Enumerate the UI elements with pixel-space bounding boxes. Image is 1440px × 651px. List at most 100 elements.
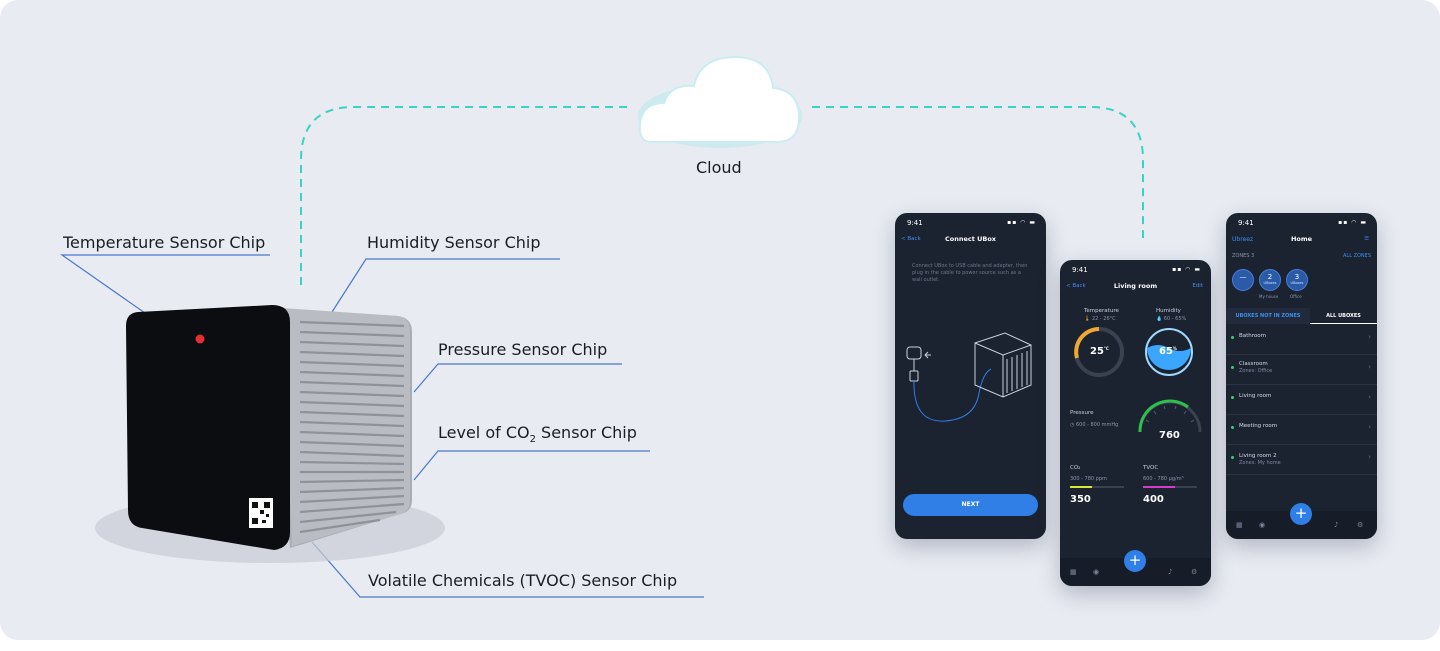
- cloud-link-right: [812, 106, 1144, 238]
- tvoc-label: TVOC: [1143, 465, 1159, 471]
- zone-count: 3: [1294, 273, 1300, 281]
- status-time: 9:41: [1072, 266, 1088, 274]
- location-tab-icon[interactable]: ◉: [1259, 521, 1266, 529]
- status-icons: ▪▪ ◠ ▬: [1338, 219, 1367, 226]
- tab-all-uboxes[interactable]: ALL UBOXES: [1310, 308, 1377, 324]
- leader-temperature: [60, 254, 270, 314]
- screen-title: Living room: [1113, 282, 1158, 290]
- humidity-number: 65: [1159, 346, 1173, 357]
- next-button[interactable]: NEXT: [903, 494, 1038, 516]
- menu-icon[interactable]: ☰: [1364, 236, 1369, 242]
- ubox-name: Living room 2: [1239, 453, 1277, 459]
- back-button[interactable]: < Back: [1066, 283, 1086, 289]
- temperature-label: Temperature: [1084, 308, 1119, 314]
- add-button[interactable]: +: [1124, 550, 1146, 572]
- temperature-gauge-arc: [1074, 327, 1100, 359]
- zone-name-my-house: My house: [1259, 294, 1279, 299]
- chevron-right-icon: ›: [1368, 453, 1371, 461]
- ubox-name: Bathroom: [1239, 333, 1267, 339]
- home-tab-icon[interactable]: ▦: [1236, 521, 1243, 529]
- temperature-number: 25: [1090, 346, 1104, 357]
- cloud-icon: [638, 55, 802, 148]
- chevron-right-icon: ›: [1368, 423, 1371, 431]
- pressure-gauge-arc: [1138, 400, 1202, 433]
- status-icons: ▪▪ ◠ ▬: [1172, 266, 1201, 273]
- chevron-right-icon: ›: [1368, 333, 1371, 341]
- label-pressure-chip: Pressure Sensor Chip: [438, 340, 608, 359]
- bell-icon[interactable]: ♪: [1334, 521, 1339, 529]
- uboxes-tabs: UBOXES NOT IN ZONES ALL UBOXES: [1226, 308, 1377, 324]
- ubox-name: Classroom: [1239, 361, 1268, 367]
- tvoc-value: 400: [1143, 494, 1164, 505]
- back-button[interactable]: < Back: [901, 236, 921, 242]
- label-humidity-chip: Humidity Sensor Chip: [367, 233, 541, 252]
- brand-name: Ubreez: [1232, 236, 1254, 243]
- gear-icon[interactable]: ⚙: [1357, 521, 1364, 529]
- list-item[interactable]: Living room ›: [1226, 385, 1377, 415]
- ubox-name: Living room: [1239, 393, 1272, 399]
- co2-range: 300 - 780 ppm: [1070, 476, 1107, 482]
- temperature-unit: °C: [1103, 346, 1109, 351]
- connect-instructions: Connect UBox to USB cable and adapter, t…: [912, 263, 1028, 283]
- gauges: [1074, 327, 1202, 433]
- chevron-right-icon: ›: [1368, 393, 1371, 401]
- zone-sub: UBoxes: [1263, 281, 1277, 285]
- sensor-device: [95, 305, 445, 563]
- all-zones-link[interactable]: ALL ZONES: [1342, 253, 1371, 259]
- status-dot: [1231, 396, 1234, 399]
- co2-value: 350: [1070, 494, 1091, 505]
- pressure-label: Pressure: [1070, 410, 1094, 416]
- humidity-value: 65%: [1159, 346, 1177, 357]
- humidity-fill: [1147, 345, 1191, 370]
- home-tab-icon[interactable]: ▦: [1070, 568, 1077, 576]
- status-time: 9:41: [1238, 219, 1254, 227]
- status-dot: [1231, 366, 1234, 369]
- cloud-label: Cloud: [696, 158, 742, 177]
- zone-sub: UBoxes: [1290, 281, 1304, 285]
- temperature-range-text: 22 - 26°C: [1091, 316, 1116, 322]
- humidity-range: 💧 60 - 65%: [1156, 316, 1186, 322]
- droplet-icon: 💧: [1156, 316, 1163, 322]
- zone-bubble-empty[interactable]: —: [1232, 269, 1254, 291]
- humidity-label: Humidity: [1156, 308, 1181, 314]
- co2-subscript: 2: [529, 434, 536, 446]
- tvoc-level-bar: [1143, 486, 1197, 488]
- cable-illustration: [906, 332, 1032, 422]
- status-dot: [1231, 456, 1234, 459]
- ubox-zone: Zones: Office: [1239, 368, 1273, 374]
- label-temperature-chip: Temperature Sensor Chip: [63, 233, 266, 252]
- leader-co2: [413, 450, 650, 481]
- screen-title: Home: [1290, 235, 1313, 243]
- status-dot: [1231, 426, 1234, 429]
- pressure-range-text: 600 - 800 mmHg: [1075, 422, 1119, 428]
- zone-count: 2: [1267, 273, 1273, 281]
- pressure-value: 760: [1159, 430, 1180, 441]
- status-icons: ▪▪ ◠ ▬: [1007, 219, 1036, 226]
- tab-uboxes-not-in-zones[interactable]: UBOXES NOT IN ZONES: [1226, 308, 1310, 324]
- phone-home: 9:41 ▪▪ ◠ ▬ Ubreez Home ☰ ZONES 3 ALL ZO…: [1226, 213, 1377, 539]
- thermometer-icon: 🌡: [1084, 316, 1091, 322]
- add-button[interactable]: +: [1290, 503, 1312, 525]
- bell-icon[interactable]: ♪: [1168, 568, 1173, 576]
- location-tab-icon[interactable]: ◉: [1093, 568, 1100, 576]
- zone-name-office: Office: [1290, 294, 1302, 299]
- humidity-range-text: 60 - 65%: [1163, 316, 1187, 322]
- list-item[interactable]: Bathroom ›: [1226, 325, 1377, 355]
- gear-icon[interactable]: ⚙: [1191, 568, 1198, 576]
- list-item[interactable]: Meeting room ›: [1226, 415, 1377, 445]
- edit-button[interactable]: Edit: [1192, 283, 1203, 289]
- ubox-name: Meeting room: [1239, 423, 1278, 429]
- label-co2-chip: Level of CO2 Sensor Chip: [438, 423, 637, 445]
- status-led: [195, 334, 205, 344]
- co2-prefix: Level of CO: [438, 423, 530, 442]
- label-tvoc-chip: Volatile Chemicals (TVOC) Sensor Chip: [368, 571, 678, 590]
- pressure-range: ◷ 600 - 800 mmHg: [1070, 422, 1118, 428]
- temperature-value: 25°C: [1090, 346, 1109, 357]
- screen-title: Connect UBox: [944, 235, 996, 243]
